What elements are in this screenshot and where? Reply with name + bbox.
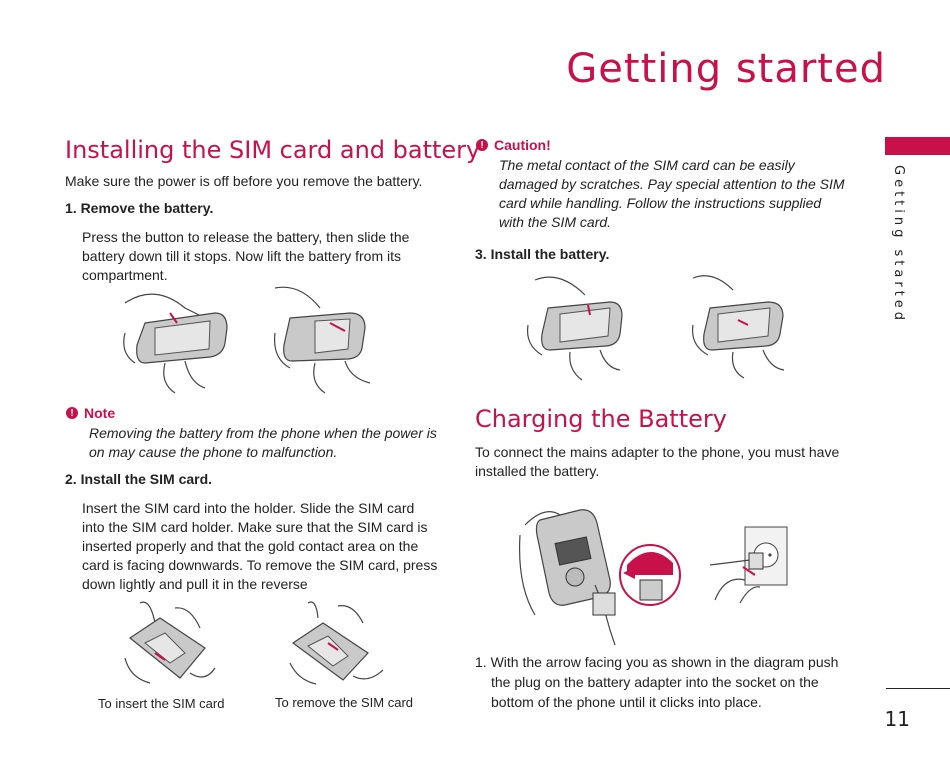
- exclamation-circle-icon: !: [66, 407, 78, 419]
- section-heading-sim-battery: Installing the SIM card and battery: [65, 136, 481, 164]
- step-1-text: Press the button to release the battery,…: [82, 229, 410, 283]
- intro-text: Make sure the power is off before you re…: [65, 173, 423, 189]
- page-number-rule: [886, 688, 950, 689]
- caption-insert-sim: To insert the SIM card: [98, 696, 225, 711]
- insert-sim-illustration: [124, 601, 216, 684]
- step-2-text: Insert the SIM card into the holder. Sli…: [82, 500, 438, 592]
- note-heading: ! Note: [66, 405, 115, 421]
- install-battery-illustration-1: [526, 276, 623, 381]
- page-title: Getting started: [566, 46, 886, 92]
- install-battery-illustration-2: [691, 275, 785, 379]
- side-tab-marker: [885, 137, 950, 155]
- caution-heading: ! Caution!: [476, 137, 551, 153]
- charging-phone-illustration: [519, 509, 681, 646]
- step-1-title: 1. Remove the battery.: [65, 200, 214, 216]
- caution-text: The metal contact of the SIM card can be…: [499, 157, 845, 230]
- note-text: Removing the battery from the phone when…: [89, 425, 437, 460]
- charging-intro: To connect the mains adapter to the phon…: [475, 444, 840, 479]
- exclamation-circle-icon: !: [476, 139, 488, 151]
- section-heading-charging: Charging the Battery: [475, 405, 727, 433]
- note-label: Note: [84, 405, 116, 421]
- step-3-title: 3. Install the battery.: [475, 246, 610, 262]
- remove-sim-illustration: [289, 601, 384, 685]
- remove-battery-illustration-2: [273, 286, 371, 394]
- remove-battery-illustration-1: [123, 293, 228, 394]
- charging-step-1: 1. With the arrow facing you as shown in…: [475, 654, 839, 710]
- page-number: 11: [884, 707, 910, 731]
- side-tab-label: Getting started: [891, 165, 906, 325]
- wall-socket-illustration: [709, 526, 788, 604]
- caution-label: Caution!: [494, 137, 551, 153]
- step-2-title: 2. Install the SIM card.: [65, 471, 213, 487]
- caption-remove-sim: To remove the SIM card: [275, 695, 413, 710]
